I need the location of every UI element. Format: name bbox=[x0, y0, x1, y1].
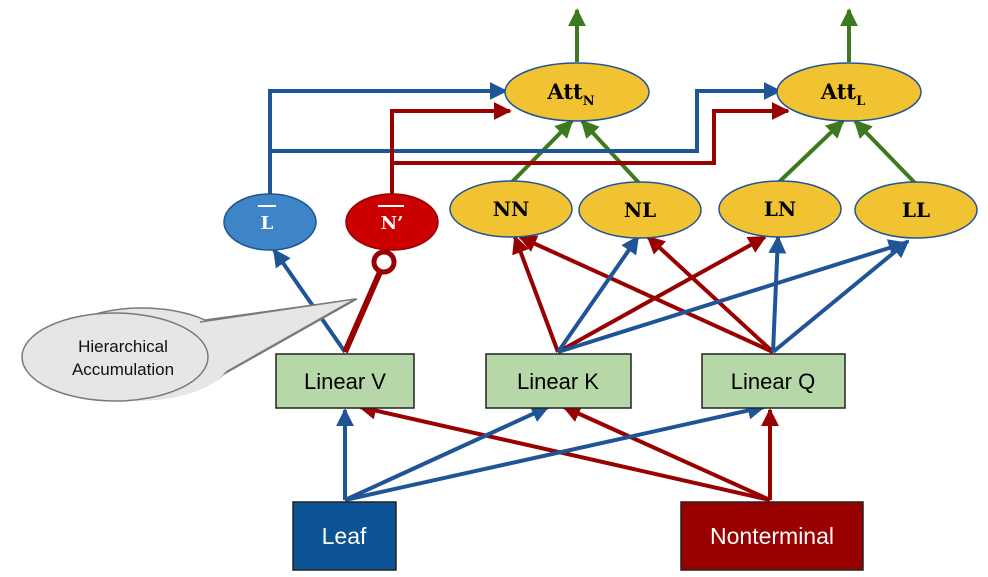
linear-v-label: Linear V bbox=[304, 369, 386, 394]
edge-k-to-nn bbox=[512, 235, 560, 353]
edge-n-bar-to-att-l bbox=[392, 102, 790, 165]
leaf-box: Leaf bbox=[292, 501, 397, 571]
att-l-node: AttL bbox=[776, 62, 922, 122]
callout-line-1: Hierarchical bbox=[78, 337, 168, 356]
edge-k-to-ln bbox=[557, 235, 767, 354]
nonterminal-label: Nonterminal bbox=[710, 523, 834, 549]
red-key-edges bbox=[512, 235, 775, 354]
ln-node: LN bbox=[718, 180, 842, 238]
callout: Hierarchical Accumulation bbox=[21, 298, 358, 402]
nn-node: NN bbox=[449, 180, 573, 238]
edge-v-to-l-bar bbox=[272, 248, 347, 354]
nl-label: NL bbox=[624, 198, 656, 222]
linear-k-label: Linear K bbox=[517, 369, 599, 394]
n-bar-label: N’ bbox=[381, 213, 404, 234]
nn-label: NN bbox=[493, 197, 530, 221]
accumulation-stem bbox=[342, 249, 397, 354]
edge-leaf-to-k bbox=[344, 405, 550, 502]
n-bar-routes bbox=[390, 102, 790, 195]
edge-n-bar-to-att-n bbox=[390, 102, 512, 195]
accumulation-line bbox=[342, 270, 383, 354]
n-bar-node: N’ bbox=[345, 193, 439, 251]
output-arrows bbox=[568, 8, 858, 62]
ll-node: LL bbox=[854, 181, 978, 239]
leaf-label: Leaf bbox=[322, 523, 367, 549]
att-n-node: AttN bbox=[504, 62, 650, 122]
att-n-label: Att bbox=[546, 79, 583, 104]
edge-l-bar-to-att-l bbox=[270, 82, 782, 153]
l-bar-routes bbox=[268, 82, 782, 195]
linear-q-box: Linear Q bbox=[701, 353, 846, 409]
edge-leaf-to-q bbox=[344, 401, 766, 502]
ll-label: LL bbox=[902, 198, 930, 222]
blue-key-edges bbox=[272, 235, 910, 354]
nonterminal-box: Nonterminal bbox=[680, 501, 864, 571]
linear-v-box: Linear V bbox=[275, 353, 415, 409]
edge-ll-to-att-l bbox=[853, 119, 918, 186]
l-bar-node: L bbox=[223, 193, 317, 251]
edge-ln-to-att-l bbox=[776, 119, 845, 185]
edge-q-to-ll bbox=[771, 239, 910, 354]
svg-text:AttN: AttN bbox=[546, 79, 594, 109]
l-bar-label: L bbox=[261, 213, 274, 234]
edge-nonterminal-to-v bbox=[358, 401, 771, 502]
edge-nonterminal-to-k bbox=[562, 405, 771, 502]
att-l-label: Att bbox=[820, 79, 857, 104]
ln-label: LN bbox=[764, 197, 796, 221]
edge-q-to-nl bbox=[646, 235, 775, 354]
linear-q-label: Linear Q bbox=[731, 369, 815, 394]
edge-l-bar-to-att-n bbox=[268, 82, 508, 195]
nl-node: NL bbox=[578, 181, 702, 239]
edge-q-to-nn bbox=[518, 235, 774, 354]
att-l-subscript: L bbox=[856, 94, 865, 109]
att-n-subscript: N bbox=[583, 94, 595, 109]
edge-k-to-ll bbox=[557, 239, 907, 354]
input-edges bbox=[336, 401, 779, 502]
svg-text:AttL: AttL bbox=[820, 79, 865, 109]
callout-line-2: Accumulation bbox=[72, 360, 174, 379]
accumulation-circle bbox=[371, 249, 397, 275]
edge-q-to-ln bbox=[768, 235, 787, 353]
linear-k-box: Linear K bbox=[485, 353, 632, 409]
edge-k-to-nl bbox=[556, 235, 640, 354]
